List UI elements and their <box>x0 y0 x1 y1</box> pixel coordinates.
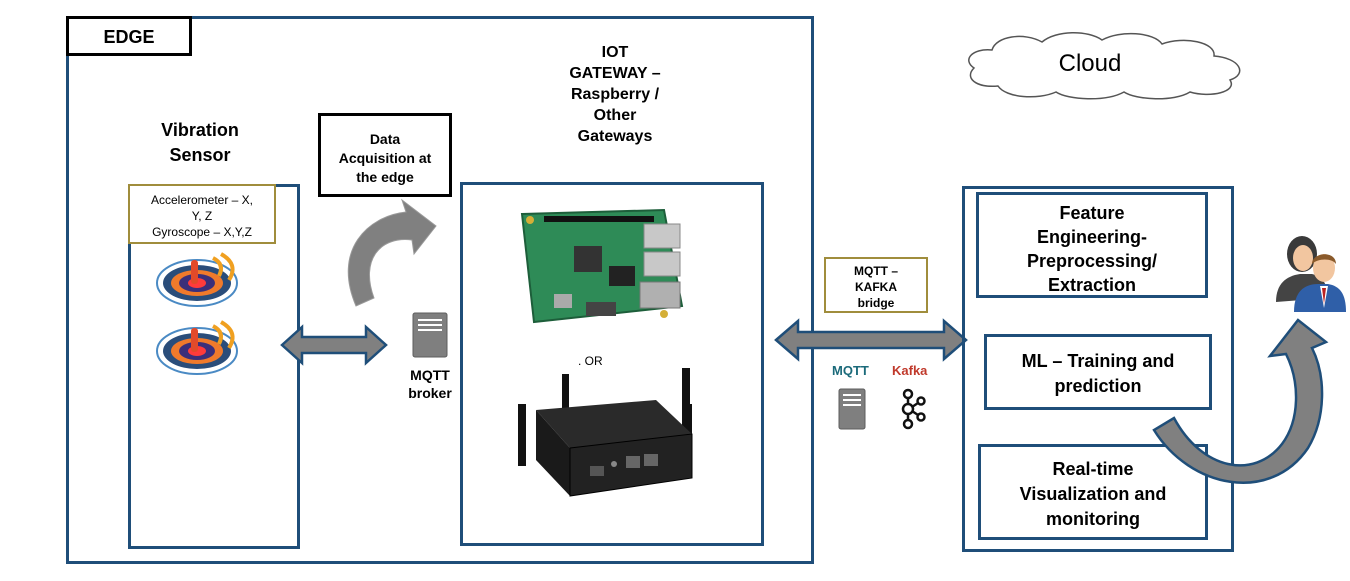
kafka-logo: Kafka <box>892 363 928 378</box>
feature-line3: Preprocessing/ <box>1026 251 1158 271</box>
cloud-label: Cloud <box>1058 50 1122 77</box>
sensor-spec-box: Accelerometer – X, Y, Z Gyroscope – X,Y,… <box>128 184 276 244</box>
cloud-services-box <box>962 186 1234 552</box>
edge-region <box>66 16 814 564</box>
feature-engineering-box: Feature Engineering- Preprocessing/ Extr… <box>976 192 1208 298</box>
visualization-box: Real-time Visualization and monitoring <box>978 444 1208 540</box>
vibration-sensor-icon <box>156 320 238 375</box>
double-arrow-icon <box>280 324 388 366</box>
gateway-line4: Other <box>593 107 637 124</box>
feature-line2: Engineering- <box>1036 227 1147 247</box>
raspberry-pi-board-icon <box>520 208 684 324</box>
cloud-icon <box>968 32 1241 100</box>
double-arrow-icon <box>774 318 968 362</box>
gateway-title: IOT GATEWAY – Raspberry / Other Gateways <box>540 42 690 147</box>
gateway-line5: Gateways <box>577 128 653 145</box>
ml-training-box: ML – Training and prediction <box>984 334 1212 410</box>
gateway-line2: GATEWAY – <box>569 65 661 82</box>
sensor-title: Vibration Sensor <box>161 120 239 165</box>
edge-label-box: EDGE <box>66 16 192 56</box>
industrial-gateway-icon <box>518 368 693 497</box>
or-label: . OR <box>578 354 603 368</box>
feature-line4: Extraction <box>1047 275 1137 295</box>
acquisition-line2: Acquisition at <box>338 150 432 166</box>
ml-line2: prediction <box>1054 376 1142 396</box>
bridge-line2: KAFKA <box>855 280 897 294</box>
bridge-line1: MQTT – <box>854 264 898 278</box>
edge-label: EDGE <box>103 27 155 47</box>
gateway-box <box>460 182 764 546</box>
acquisition-line3: the edge <box>356 169 414 185</box>
vibration-sensor-icon <box>156 252 238 307</box>
sensor-spec-line1: Accelerometer – X, <box>150 193 254 207</box>
ml-line1: ML – Training and <box>1021 351 1175 371</box>
acquisition-line1: Data <box>369 131 401 147</box>
server-icon <box>412 312 448 358</box>
bridge-box: MQTT – KAFKA bridge <box>824 257 928 313</box>
data-acquisition-box: Data Acquisition at the edge <box>318 113 452 197</box>
broker-line1: MQTT <box>410 367 450 383</box>
viz-line3: monitoring <box>1046 509 1140 529</box>
gateway-line3: Raspberry / <box>570 86 660 103</box>
server-icon <box>838 388 866 430</box>
curved-arrow-icon <box>347 198 437 307</box>
broker-line2: broker <box>408 385 452 401</box>
mqtt-logo: MQTT <box>832 363 869 378</box>
gateway-line1: IOT <box>601 44 629 61</box>
bridge-line3: bridge <box>857 296 895 310</box>
broker-label: MQTT broker <box>394 366 466 402</box>
feature-line1: Feature <box>1059 203 1125 223</box>
kafka-icon <box>901 388 926 430</box>
sensor-spec-line3: Gyroscope – X,Y,Z <box>152 225 252 239</box>
viz-line2: Visualization and <box>1019 484 1167 504</box>
users-icon <box>1276 236 1346 312</box>
curved-arrow-icon <box>1152 318 1329 484</box>
viz-line1: Real-time <box>1052 459 1134 479</box>
sensor-spec-line2: Y, Z <box>191 209 213 223</box>
